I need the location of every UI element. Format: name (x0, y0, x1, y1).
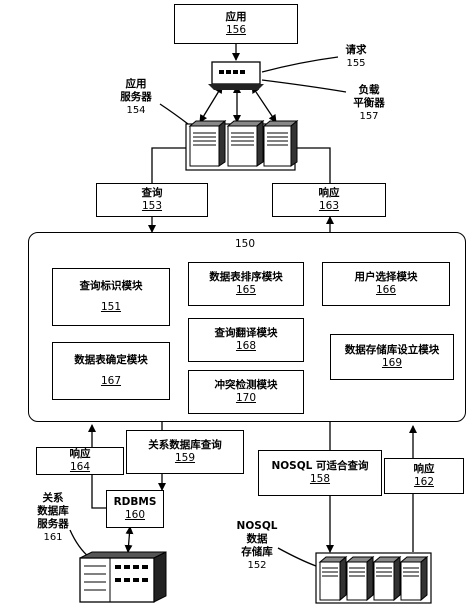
load-balancer-annotation: 负载 平衡器 157 (346, 84, 392, 123)
query-box: 查询 153 (96, 183, 208, 217)
load-balancer-label-line1: 负载 (358, 84, 380, 96)
table-determine-module: 数据表确定模块 167 (52, 342, 170, 400)
response-left-box: 响应 164 (36, 447, 124, 475)
response-left-label: 响应 (69, 447, 91, 460)
application-label: 应用 (225, 10, 247, 23)
nosql-store-leader-line (277, 547, 317, 567)
server-to-query-line (151, 147, 186, 183)
load-balancer-label-line2: 平衡器 (353, 97, 385, 110)
table-sort-module: 数据表排序模块 165 (188, 262, 304, 306)
balancer-to-server3-arrow (251, 85, 277, 123)
storage-setup-module: 数据存储库设立模块 169 (330, 334, 454, 380)
nosql-query-number: 158 (309, 472, 331, 485)
app-server-number: 154 (126, 105, 146, 117)
response-left-number: 164 (69, 460, 91, 473)
query-identify-module: 查询标识模块 151 (52, 268, 170, 326)
balancer-leader-line (261, 79, 347, 93)
storage-setup-number: 169 (381, 356, 403, 369)
rdbms-box: RDBMS 160 (106, 490, 164, 528)
rdbms-label: RDBMS (113, 495, 157, 508)
rdb-server-annotation: 关系 数据库 服务器 161 (30, 492, 76, 544)
user-select-label: 用户选择模块 (354, 270, 418, 283)
application-box: 应用 156 (174, 4, 298, 44)
response-right-box: 响应 162 (384, 458, 464, 494)
response-top-number: 163 (318, 199, 340, 212)
request-number: 155 (346, 58, 366, 70)
query-identify-number: 151 (100, 300, 122, 313)
query-translate-module: 查询翻译模块 168 (188, 318, 304, 362)
user-select-module: 用户选择模块 166 (322, 262, 450, 306)
server-to-response-line (295, 147, 331, 183)
rdb-server-line2: 数据库 (37, 505, 69, 518)
user-select-number: 166 (375, 283, 397, 296)
nosql-store-number: 152 (247, 560, 267, 572)
table-determine-number: 167 (100, 374, 122, 387)
app-server-leader-line (159, 103, 189, 125)
request-annotation: 请求 155 (338, 44, 374, 70)
response-right-label: 响应 (413, 462, 435, 475)
app-server-label-line2: 服务器 (120, 91, 152, 104)
rdb-server-line3: 服务器 (37, 518, 69, 531)
app-server-annotation: 应用 服务器 154 (112, 78, 160, 117)
query-identify-label: 查询标识模块 (79, 279, 143, 292)
load-balancer-number: 157 (359, 111, 379, 123)
conflict-detect-number: 170 (235, 391, 257, 404)
rdb-server-line1: 关系 (42, 492, 64, 504)
nosql-store-line3: 存储库 (241, 546, 273, 559)
rdb-server-number: 161 (43, 532, 63, 544)
relational-query-label: 关系数据库查询 (148, 438, 222, 451)
table-sort-label: 数据表排序模块 (209, 270, 283, 283)
query-label: 查询 (141, 186, 163, 199)
app-server-label-line1: 应用 (125, 78, 147, 90)
request-leader-line (261, 56, 339, 73)
rdbms-number: 160 (124, 508, 146, 521)
request-label: 请求 (345, 44, 367, 56)
rdbms-to-server-arrow (124, 526, 134, 553)
response-top-box: 响应 163 (272, 183, 386, 217)
nosql-store-annotation: NOSQL 数据 存储库 152 (232, 520, 282, 572)
table-sort-number: 165 (235, 283, 257, 296)
conflict-detect-label: 冲突检测模块 (214, 378, 278, 391)
table-determine-label: 数据表确定模块 (74, 353, 148, 366)
nosql-storage-cluster-icon (315, 552, 432, 604)
load-balancer-icon (208, 61, 264, 90)
application-number: 156 (225, 23, 247, 36)
response-right-number: 162 (413, 475, 435, 488)
system-number: 150 (234, 238, 256, 250)
query-translate-label: 查询翻译模块 (214, 326, 278, 339)
storage-setup-label: 数据存储库设立模块 (344, 343, 440, 356)
relational-db-server-icon (79, 551, 167, 603)
app-server-cluster-icon (185, 119, 299, 171)
nosql-query-box: NOSQL 可适合查询 158 (258, 450, 382, 496)
nosql-store-line1: NOSQL (236, 520, 278, 532)
relational-query-box: 关系数据库查询 159 (126, 430, 244, 474)
query-translate-number: 168 (235, 339, 257, 352)
response-top-label: 响应 (318, 186, 340, 199)
nosql-query-label: NOSQL 可适合查询 (271, 459, 369, 472)
relational-query-number: 159 (174, 451, 196, 464)
balancer-to-server1-arrow (199, 85, 223, 123)
conflict-detect-module: 冲突检测模块 170 (188, 370, 304, 414)
query-number: 153 (141, 199, 163, 212)
nosql-store-line2: 数据 (246, 533, 268, 546)
